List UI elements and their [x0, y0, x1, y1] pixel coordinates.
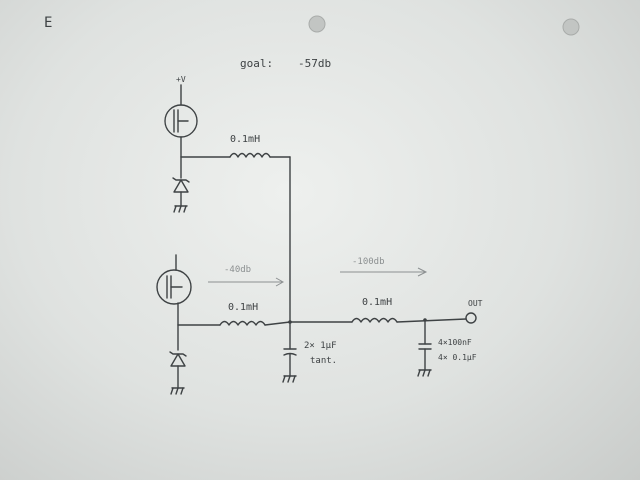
left-capacitor-type: tant.	[310, 356, 337, 366]
binder-hole-icon	[308, 15, 326, 33]
top-mosfet-icon	[164, 84, 198, 158]
output-label: OUT	[468, 299, 483, 308]
right-capacitor-ground-icon	[417, 369, 432, 377]
bottom-ground-icon	[170, 387, 185, 395]
goal-label: goal:	[240, 57, 273, 70]
right-attenuation-label: -100db	[352, 257, 385, 267]
right-capacitor-icon	[418, 319, 432, 371]
left-capacitor-value: 2× 1µF	[304, 341, 337, 351]
goal-value: -57db	[298, 57, 331, 70]
bottom-left-inductor-label: 0.1mH	[228, 302, 258, 313]
bottom-mosfet-icon	[156, 254, 192, 326]
bottom-left-inductor-icon	[219, 320, 266, 326]
binder-hole-icon	[562, 18, 580, 36]
output-terminal-icon	[465, 312, 477, 324]
corner-mark: E	[44, 15, 52, 31]
left-attenuation-label: -40db	[224, 265, 251, 275]
bottom-zener-diode-icon	[169, 324, 187, 389]
left-capacitor-ground-icon	[282, 375, 297, 383]
top-inductor-icon	[229, 152, 271, 158]
top-ground-icon	[173, 205, 188, 213]
top-supply-label: +V	[176, 75, 186, 84]
bottom-right-inductor-label: 0.1mH	[362, 297, 392, 308]
right-capacitor-alt-value: 4× 0.1µF	[438, 353, 477, 362]
top-zener-diode-icon	[172, 156, 190, 207]
top-inductor-label: 0.1mH	[230, 134, 260, 145]
bottom-right-inductor-icon	[351, 317, 398, 323]
right-capacitor-value: 4×100nF	[438, 338, 472, 347]
left-capacitor-icon	[283, 321, 297, 377]
